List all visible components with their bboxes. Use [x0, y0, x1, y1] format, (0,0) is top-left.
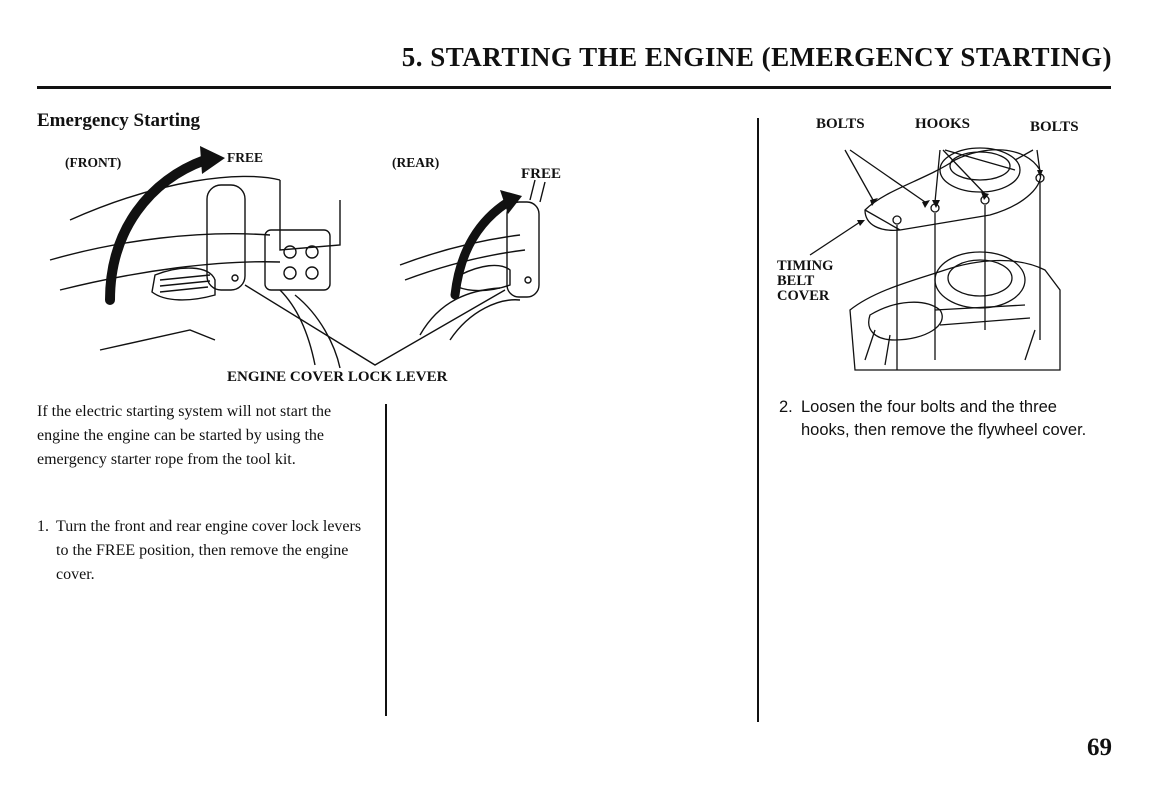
step-1-number: 1. — [37, 518, 49, 535]
intro-paragraph: If the electric starting system will not… — [37, 403, 332, 468]
step-1: 1. Turn the front and rear engine cover … — [37, 515, 367, 587]
figure-caption-lock-lever: ENGINE COVER LOCK LEVER — [227, 369, 448, 385]
flywheel-cover-illustration — [809, 147, 1061, 371]
label-hooks: HOOKS — [915, 116, 971, 132]
step-2-text: Loosen the four bolts and the three hook… — [801, 398, 1087, 439]
page-title: 5. STARTING THE ENGINE (EMERGENCY STARTI… — [401, 42, 1112, 72]
label-front: (FRONT) — [65, 155, 122, 170]
section-heading: Emergency Starting — [37, 110, 201, 131]
column-divider-right — [757, 118, 759, 722]
step-1-text: Turn the front and rear engine cover loc… — [56, 518, 362, 583]
label-free-front: FREE — [227, 150, 264, 165]
column-divider-left — [385, 404, 387, 716]
label-bolts-left: BOLTS — [816, 116, 865, 132]
header-rule — [37, 86, 1111, 89]
label-bolts-right: BOLTS — [1030, 119, 1079, 135]
label-timing-belt-cover: TIMING BELT COVER — [777, 258, 834, 304]
label-free-rear: FREE — [521, 166, 562, 182]
page-number: 69 — [1087, 734, 1112, 761]
label-rear: (REAR) — [392, 155, 440, 170]
step-2: 2. Loosen the four bolts and the three h… — [779, 396, 1089, 442]
step-2-number: 2. — [779, 398, 793, 416]
lock-lever-illustration — [49, 146, 546, 369]
